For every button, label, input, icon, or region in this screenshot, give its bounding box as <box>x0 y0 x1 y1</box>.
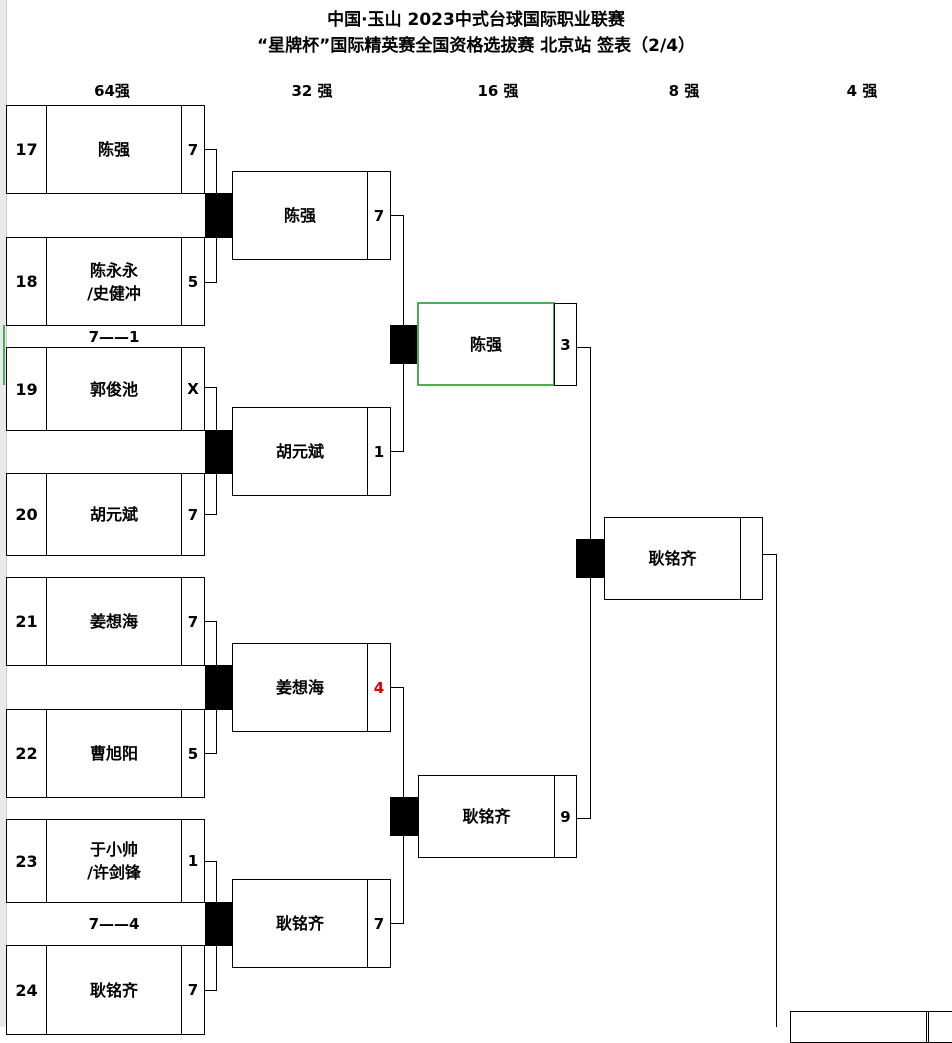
player-cell[interactable]: 陈永永 /史健冲 <box>46 237 182 326</box>
advance-marker <box>205 902 233 946</box>
seed-cell[interactable]: 21 <box>6 577 47 666</box>
score-cell[interactable]: 7 <box>181 473 205 556</box>
score-cell[interactable]: 7 <box>367 171 391 260</box>
player-cell[interactable]: 耿铭齐 <box>418 775 555 858</box>
advance-marker <box>205 430 233 474</box>
connector <box>205 282 217 283</box>
score-cell[interactable]: 7 <box>367 879 391 968</box>
connector <box>205 149 217 150</box>
score-cell[interactable]: 5 <box>181 709 205 798</box>
semifinal-cell[interactable] <box>790 1011 929 1043</box>
score-cell[interactable]: 1 <box>181 819 205 903</box>
advance-marker <box>205 665 233 710</box>
band-line <box>6 902 206 903</box>
advance-marker <box>205 193 233 238</box>
connector <box>205 861 217 862</box>
band-line <box>6 430 206 431</box>
band-line <box>6 709 206 710</box>
connector <box>205 514 217 515</box>
connector <box>390 451 404 452</box>
connector <box>390 215 404 216</box>
score-cell[interactable]: X <box>181 347 205 431</box>
player-cell[interactable]: 陈强 <box>232 171 368 260</box>
round-header-4: 4 强 <box>846 82 878 100</box>
player-cell[interactable]: 姜想海 <box>46 577 182 666</box>
advance-marker <box>390 325 418 364</box>
seed-cell[interactable]: 18 <box>6 237 47 326</box>
advance-marker <box>576 539 605 578</box>
connector <box>205 753 217 754</box>
match-note: 7——4 <box>88 915 140 933</box>
player-cell[interactable]: 胡元斌 <box>232 407 368 496</box>
score-cell[interactable]: 7 <box>181 945 205 1035</box>
connector <box>390 687 404 688</box>
player-cell[interactable]: 陈强 <box>46 105 182 194</box>
semifinal-score-cell[interactable] <box>926 1011 952 1043</box>
connector <box>576 347 591 348</box>
score-cell[interactable]: 9 <box>554 775 577 858</box>
connector <box>205 990 217 991</box>
connector <box>576 818 591 819</box>
player-cell[interactable]: 耿铭齐 <box>46 945 182 1035</box>
player-cell[interactable]: 耿铭齐 <box>604 517 741 600</box>
player-cell[interactable]: 耿铭齐 <box>232 879 368 968</box>
score-cell[interactable]: 7 <box>181 577 205 666</box>
seed-cell[interactable]: 19 <box>6 347 47 431</box>
player-cell[interactable]: 于小帅 /许剑锋 <box>46 819 182 903</box>
player-cell[interactable]: 姜想海 <box>232 643 368 732</box>
band-line <box>6 665 206 666</box>
seed-cell[interactable]: 17 <box>6 105 47 194</box>
selected-row-indicator <box>3 325 5 385</box>
player-cell[interactable]: 郭俊池 <box>46 347 182 431</box>
seed-cell[interactable]: 23 <box>6 819 47 903</box>
score-cell[interactable]: 4 <box>367 643 391 732</box>
connector <box>205 387 217 388</box>
player-cell[interactable]: 胡元斌 <box>46 473 182 556</box>
band-line <box>6 945 206 946</box>
band-line <box>6 473 206 474</box>
band-line <box>6 193 206 194</box>
connector <box>776 554 777 1027</box>
seed-cell[interactable]: 20 <box>6 473 47 556</box>
match-note: 7——1 <box>88 328 140 346</box>
round-header-32: 32 强 <box>291 82 333 100</box>
round-header-16: 16 强 <box>477 82 519 100</box>
connector <box>390 923 404 924</box>
player-cell-selected[interactable]: 陈强 <box>417 302 555 386</box>
player-cell[interactable]: 曹旭阳 <box>46 709 182 798</box>
round-header-64: 64强 <box>94 82 130 100</box>
score-cell[interactable] <box>740 517 763 600</box>
seed-cell[interactable]: 24 <box>6 945 47 1035</box>
round-header-8: 8 强 <box>668 82 700 100</box>
connector <box>762 554 777 555</box>
seed-cell[interactable]: 22 <box>6 709 47 798</box>
connector <box>590 347 591 819</box>
band-line <box>6 237 206 238</box>
score-cell[interactable]: 3 <box>554 303 577 386</box>
score-cell[interactable]: 1 <box>367 407 391 496</box>
connector <box>205 621 217 622</box>
score-cell[interactable]: 7 <box>181 105 205 194</box>
sheet-title-line2: “星牌杯”国际精英赛全国资格选拔赛 北京站 签表（2/4） <box>256 36 696 56</box>
advance-marker <box>390 797 418 836</box>
score-cell[interactable]: 5 <box>181 237 205 326</box>
sheet-title-line1: 中国·玉山 2023中式台球国际职业联赛 <box>327 10 625 30</box>
